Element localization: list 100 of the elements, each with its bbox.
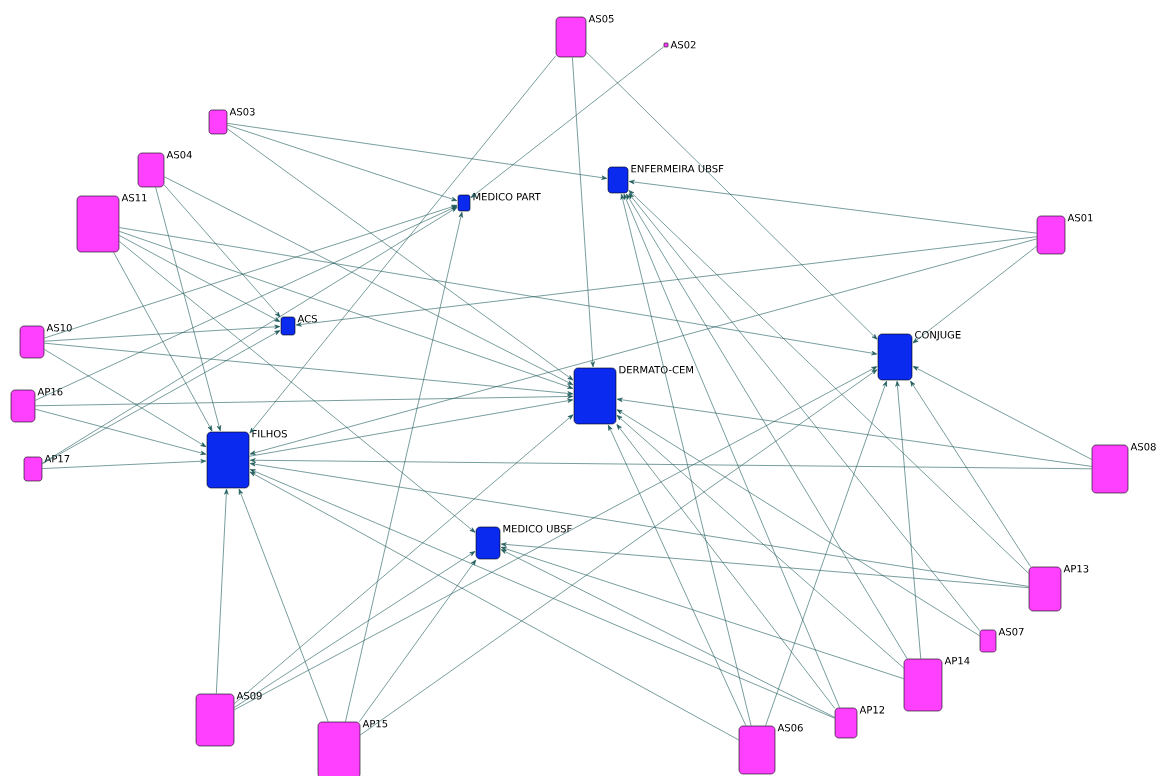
arrow (586, 51, 878, 340)
node-label: AS07 (998, 627, 1024, 636)
node-label: CONJUGE (915, 330, 961, 341)
arrow (623, 193, 840, 708)
arrow (345, 211, 463, 722)
arrow (628, 190, 1029, 574)
arrow (234, 414, 574, 704)
arrow (910, 380, 1031, 567)
node-label: AS11 (121, 193, 147, 202)
arrow (912, 366, 1092, 460)
arrow (500, 542, 1029, 588)
arrow (119, 235, 281, 322)
arrow (234, 551, 476, 708)
node-label: AP13 (1063, 564, 1089, 573)
network-node: CONJUGE (877, 330, 961, 381)
node-label: AS02 (670, 40, 696, 49)
network-node: AS03 (208, 107, 255, 135)
arrow (155, 187, 222, 432)
node-label: AS09 (236, 691, 262, 700)
arrow (164, 184, 281, 318)
node-label: AP16 (37, 387, 63, 396)
node-label: AP14 (944, 657, 970, 665)
arrow (35, 408, 207, 455)
node-label: AP17 (44, 455, 70, 463)
arrow (113, 252, 213, 432)
arrow (227, 128, 574, 381)
node-label: AS10 (46, 323, 72, 332)
arrow (44, 204, 458, 339)
arrow (616, 424, 835, 709)
node-label: AP12 (859, 705, 885, 714)
network-node: AS07 (979, 627, 1024, 653)
network-node: FILHOS (206, 429, 287, 489)
node-label: MEDICO UBSF (503, 524, 572, 533)
arrow (227, 124, 458, 202)
arrow (628, 179, 1037, 234)
arrow (249, 462, 1029, 587)
arrow (44, 342, 574, 396)
network-node: AS06 (738, 723, 803, 775)
arrow (295, 236, 1037, 327)
arrow (249, 55, 556, 434)
node-label: MEDICO PART (473, 192, 541, 201)
arrow (227, 123, 608, 180)
network-node: AS04 (137, 150, 192, 188)
network-node: DERMATO-CEM (573, 365, 693, 425)
arrow (765, 380, 887, 726)
arrow (216, 488, 229, 694)
arrow (359, 559, 477, 722)
network-node: AP17 (23, 455, 70, 482)
arrow (35, 205, 458, 401)
arrow (620, 193, 752, 726)
arrow (35, 394, 574, 407)
arrow (360, 369, 878, 736)
network-node: AS11 (76, 193, 147, 253)
arrow (616, 414, 904, 669)
arrow (249, 398, 574, 457)
arrow (234, 366, 878, 711)
arrow (895, 380, 922, 659)
arrow (628, 193, 980, 631)
arrow (500, 549, 835, 718)
network-node: AS02 (663, 40, 696, 49)
arrow (44, 324, 281, 342)
arrow (500, 546, 904, 679)
network-node: AS10 (19, 323, 72, 359)
network-node: AP15 (317, 720, 388, 776)
network-node: AS01 (1036, 213, 1093, 255)
node-label: AP15 (362, 719, 388, 728)
network-node: MEDICO PART (457, 192, 541, 212)
node-label: AS08 (1130, 442, 1156, 451)
arrow (616, 397, 1092, 467)
network-node: ENFERMEIRA UBSF (607, 164, 724, 194)
network-node: AS08 (1091, 442, 1156, 494)
network-node: MEDICO UBSF (475, 524, 572, 560)
arrow (249, 238, 1037, 455)
node-label: AS04 (166, 150, 192, 159)
network-node: AP13 (1028, 564, 1089, 612)
arrow (608, 424, 747, 726)
arrow (616, 409, 980, 637)
arrow (249, 458, 1092, 470)
network-node: ACS (280, 314, 317, 336)
node-label: DERMATO-CEM (619, 365, 693, 374)
arrow (42, 207, 458, 464)
network-node: AP14 (903, 657, 970, 712)
arrow (249, 471, 739, 741)
network-node: AS05 (555, 14, 614, 58)
arrow (119, 231, 574, 389)
arrow (119, 227, 878, 356)
arrow (912, 245, 1037, 344)
node-label: AS01 (1067, 213, 1093, 222)
network-node: AP12 (834, 705, 885, 739)
arrow (42, 330, 281, 465)
node-label: AS03 (229, 107, 255, 116)
arrow (572, 57, 595, 368)
arrow (238, 488, 329, 722)
node-label: ENFERMEIRA UBSF (631, 164, 724, 173)
arrow (626, 193, 908, 659)
arrow (119, 241, 476, 533)
node-label: ACS (297, 314, 317, 323)
arrow (249, 469, 835, 719)
network-node: AP16 (10, 387, 63, 423)
node-label: FILHOS (252, 429, 287, 438)
